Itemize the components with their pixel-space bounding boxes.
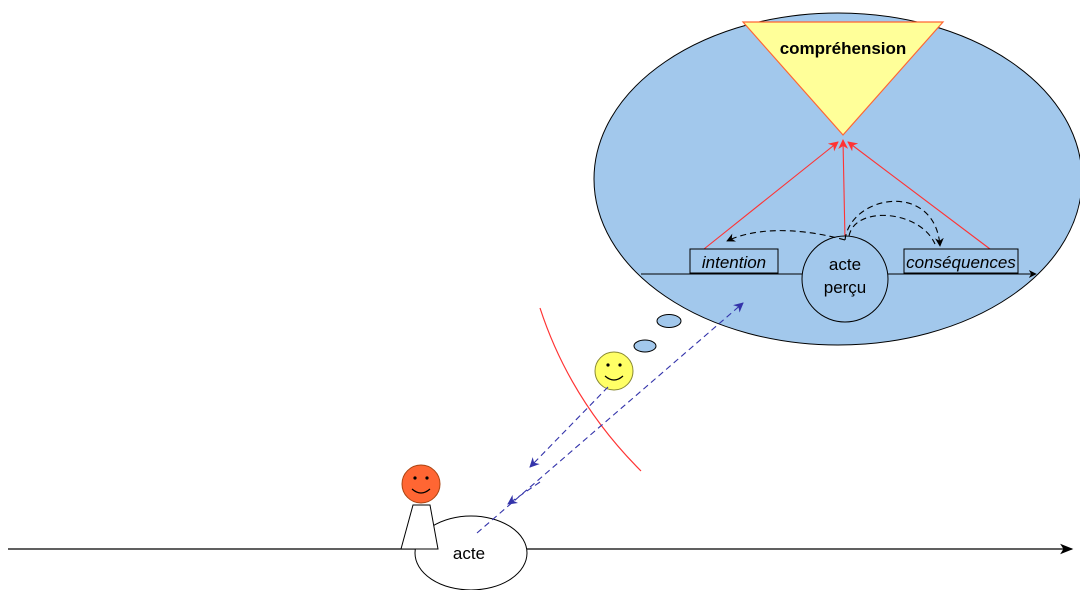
dashed-arrow-to-intention bbox=[726, 230, 846, 242]
consequences-box bbox=[903, 248, 1019, 274]
observer-face-icon bbox=[594, 351, 634, 391]
red-arrow-intention bbox=[703, 141, 839, 250]
actor-body bbox=[400, 504, 439, 550]
blue-arrow-to-observer bbox=[529, 386, 609, 468]
perception-boundary bbox=[539, 307, 642, 472]
comprehension-triangle bbox=[741, 21, 945, 136]
acte-percu-label-line1: acte bbox=[829, 255, 861, 274]
blue-arrow-to-acte bbox=[507, 481, 541, 505]
intention-label: intention bbox=[702, 253, 766, 272]
acte-label: acte bbox=[453, 544, 485, 563]
dashed-arrow-short-consequences bbox=[848, 214, 936, 245]
thought-dot-small bbox=[633, 339, 657, 353]
thought-dot-large bbox=[656, 314, 682, 328]
red-arrow-consequences bbox=[847, 141, 991, 250]
acte-percu-label-line2: perçu bbox=[824, 278, 867, 297]
intention-box bbox=[689, 248, 779, 274]
acte-ellipse bbox=[414, 515, 528, 590]
consequences-label: conséquences bbox=[906, 253, 1016, 272]
blue-arrow-to-bubble bbox=[476, 302, 744, 534]
red-arrow-acte-percu bbox=[838, 139, 849, 241]
comprehension-label: compréhension bbox=[780, 39, 907, 58]
actor-face-icon bbox=[401, 464, 441, 504]
acte-percu-circle bbox=[801, 235, 889, 323]
